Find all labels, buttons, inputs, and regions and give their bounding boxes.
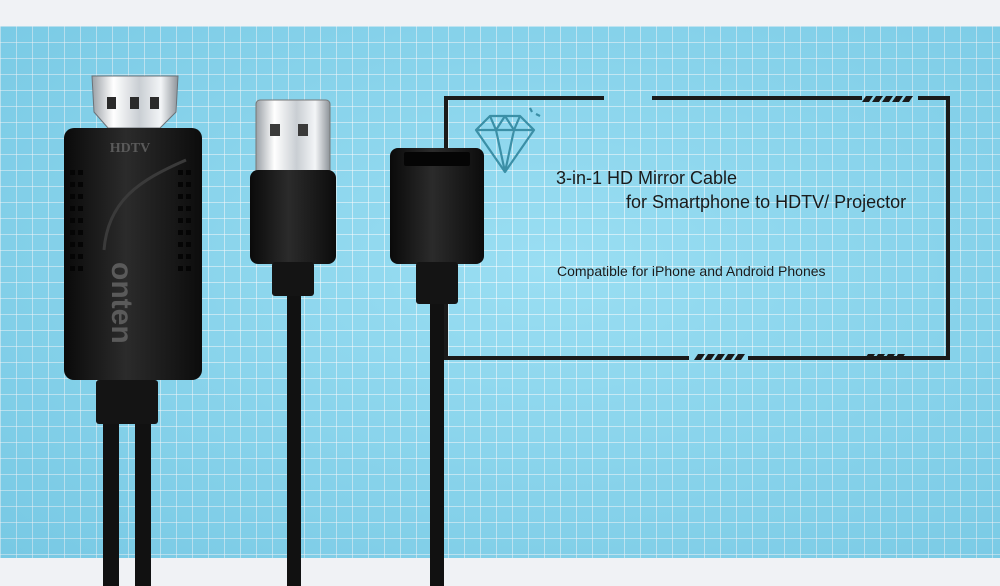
brand-logo: onten: [105, 262, 138, 344]
usb-a-plug: [250, 99, 336, 296]
decorative-frame: [444, 96, 950, 360]
compatibility-tagline: Compatible for iPhone and Android Phones: [557, 263, 826, 279]
headline-line-2: for Smartphone to HDTV/ Projector: [626, 192, 907, 212]
diamond-icon: [474, 107, 541, 174]
hdmi-plug: HDTV onten: [64, 75, 202, 424]
headline-line-1: 3-in-1 HD Mirror Cable: [556, 168, 738, 188]
usb-a-socket: [390, 148, 484, 304]
cables: [103, 290, 444, 586]
vent-holes: [70, 170, 191, 271]
hdtv-label: HDTV: [110, 141, 150, 156]
